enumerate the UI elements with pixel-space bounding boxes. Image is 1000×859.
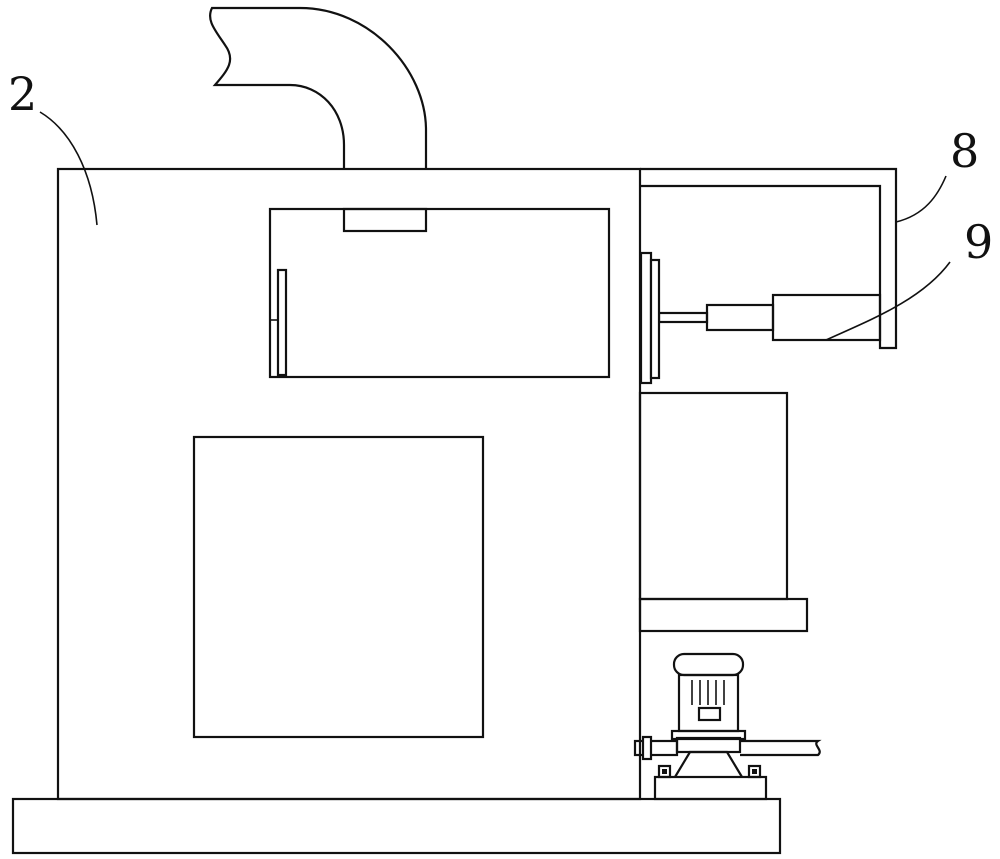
callout-8: 8 [950,124,979,178]
bolt-right [747,764,762,779]
exhaust-duct [208,6,428,169]
bolt-left [657,764,672,779]
base-plate [11,797,782,855]
inlet-pipe [633,739,679,757]
cylinder-body [771,293,882,342]
pressure-plate [639,251,653,385]
callout-2: 2 [8,67,37,121]
upper-chamber [268,207,611,379]
cylinder-neck [705,303,775,332]
outlet-pipe [740,739,822,757]
motor-nameplate [697,706,722,722]
leader-8 [895,175,947,223]
motor-cap [672,652,745,677]
motor-support [674,750,743,778]
main-housing [56,167,642,801]
callout-9: 9 [964,215,993,269]
leader-9 [825,261,951,341]
access-door [192,435,485,739]
pressure-plate-rim [649,258,661,380]
motor-assembly [633,652,822,801]
piston-rod [657,311,709,324]
filter-plate [276,268,288,377]
collection-box [638,391,789,601]
leader-2 [39,111,98,226]
support-shelf [638,597,809,633]
cylinder-assembly-9 [639,251,882,385]
motor-mount-base [653,775,768,801]
bracket-8 [640,167,898,350]
